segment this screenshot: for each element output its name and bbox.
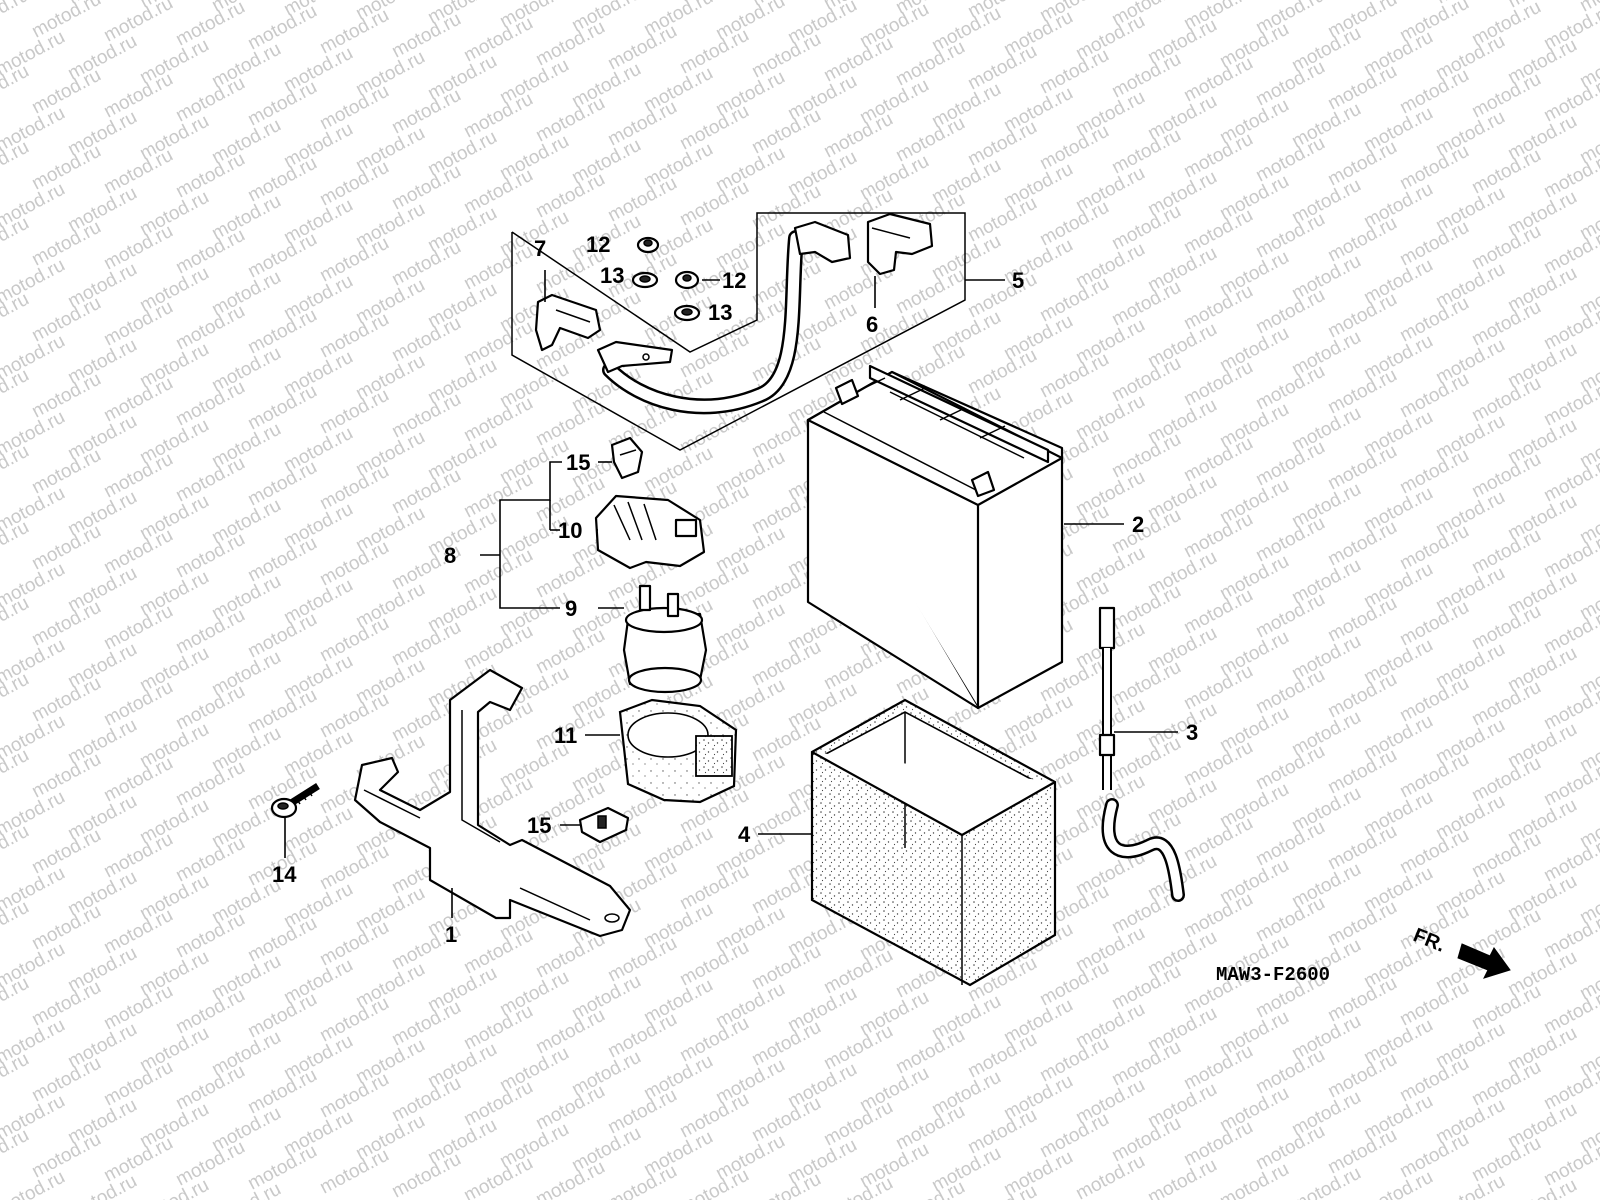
front-arrow-icon	[1457, 943, 1511, 979]
callout-9: 9	[565, 596, 577, 621]
callout-3: 3	[1186, 720, 1198, 745]
callout-4: 4	[738, 822, 751, 847]
magnetic-switch-part-9	[622, 584, 708, 694]
battery-stay-part-1	[353, 668, 632, 938]
callout-2: 2	[1132, 512, 1144, 537]
callout-13-lower: 13	[708, 300, 732, 325]
nut-part-12-lower	[674, 270, 700, 290]
bolt-part-14	[270, 783, 320, 819]
battery-cable	[596, 220, 852, 415]
callout-7: 7	[534, 236, 546, 261]
diagram-code: MAW3-F2600	[1216, 964, 1330, 986]
callout-12-upper: 12	[586, 232, 610, 257]
callout-12-lower: 12	[722, 268, 746, 293]
callout-14: 14	[272, 862, 297, 887]
terminal-cover-part-6	[866, 212, 934, 276]
callout-11: 11	[554, 723, 577, 748]
callout-13-upper: 13	[600, 263, 624, 288]
nut-part-12-upper	[636, 236, 660, 254]
callout-10: 10	[558, 518, 582, 543]
fuse-part-15-lower	[578, 806, 630, 844]
leader-lines	[284, 270, 1178, 918]
washer-part-13-lower	[673, 304, 701, 322]
callout-5: 5	[1012, 268, 1024, 293]
battery-part-2	[806, 364, 1064, 710]
battery-case-part-4	[810, 698, 1057, 987]
cable-kit-outline	[511, 212, 966, 451]
front-direction-indicator: FR.	[1410, 924, 1511, 979]
front-label: FR.	[1410, 924, 1448, 956]
callout-6: 6	[866, 312, 878, 337]
callout-8: 8	[444, 543, 456, 568]
washer-part-13-upper	[631, 271, 659, 289]
terminal-cover-part-7	[534, 293, 602, 352]
callout-1: 1	[445, 922, 457, 947]
callout-15-lower: 15	[527, 813, 551, 838]
fuse-part-15-upper	[610, 436, 644, 480]
callout-15-upper: 15	[566, 450, 590, 475]
callout-labels: 1 2 3 4 5 6 7 8 9 10 11 12 12 13 13 14 1…	[272, 232, 1198, 947]
starter-relay-part-10	[594, 494, 706, 570]
breather-tube-part-3	[1098, 606, 1185, 902]
rubber-cover-part-11	[618, 698, 738, 804]
